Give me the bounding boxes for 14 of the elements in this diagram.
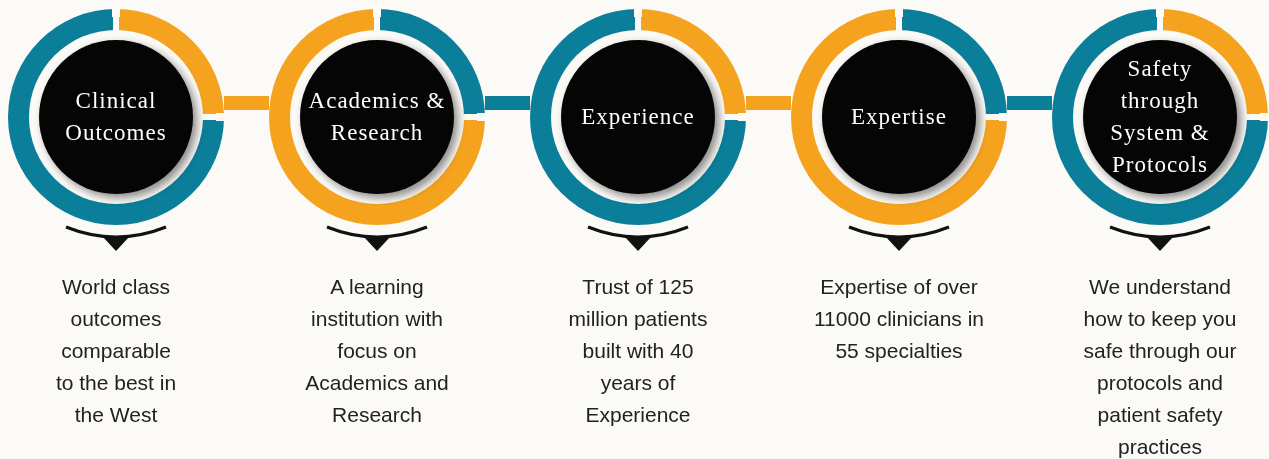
circle-label: Expertise bbox=[850, 103, 948, 131]
circle-label: Clinical Outcomes bbox=[64, 87, 168, 147]
connector-bar bbox=[224, 96, 269, 110]
description-text: A learning institution with focus on Academics and Research bbox=[304, 274, 450, 428]
circle-label: Experience bbox=[580, 103, 696, 131]
connector-bar bbox=[746, 96, 791, 110]
description-text: Expertise of over 11000 clinicians in 55 specialties bbox=[812, 274, 986, 364]
circle-label: Safety through System & Protocols bbox=[1109, 55, 1211, 179]
description-text: Trust of 125 million patients built with 40 years of Experience bbox=[567, 274, 709, 428]
description-text: We understand how to keep you safe through our protocols and patient safety practices bbox=[1082, 274, 1238, 459]
description-text: World class outcomes comparable to the best in the West bbox=[54, 274, 178, 428]
connector-bar bbox=[485, 96, 530, 110]
connector-bar bbox=[1007, 96, 1052, 110]
circle-label: Academics & Research bbox=[307, 87, 447, 147]
